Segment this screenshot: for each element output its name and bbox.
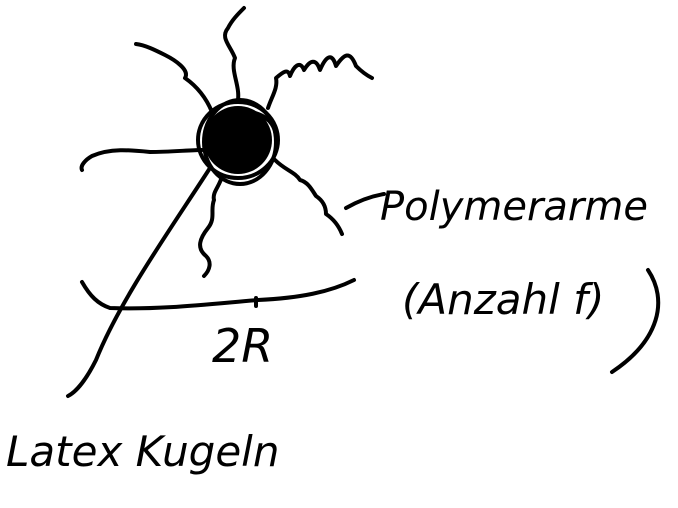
right-paren-stroke xyxy=(612,270,658,372)
radius-label: 2R xyxy=(212,319,273,373)
label-pointer xyxy=(346,194,384,208)
particle-pointer xyxy=(68,168,210,396)
polymer-arm xyxy=(136,44,212,112)
arm-count-label: (Anzahl f) xyxy=(402,275,604,324)
polymer-arm xyxy=(82,150,202,170)
particle-label: Latex Kugeln xyxy=(6,427,279,476)
polymer-arm xyxy=(268,55,372,108)
polymer-arm xyxy=(225,8,244,100)
polymer-arm xyxy=(200,176,222,276)
polymer-arms-label: Polymerarme xyxy=(380,184,648,230)
polymer-arm xyxy=(275,160,342,234)
